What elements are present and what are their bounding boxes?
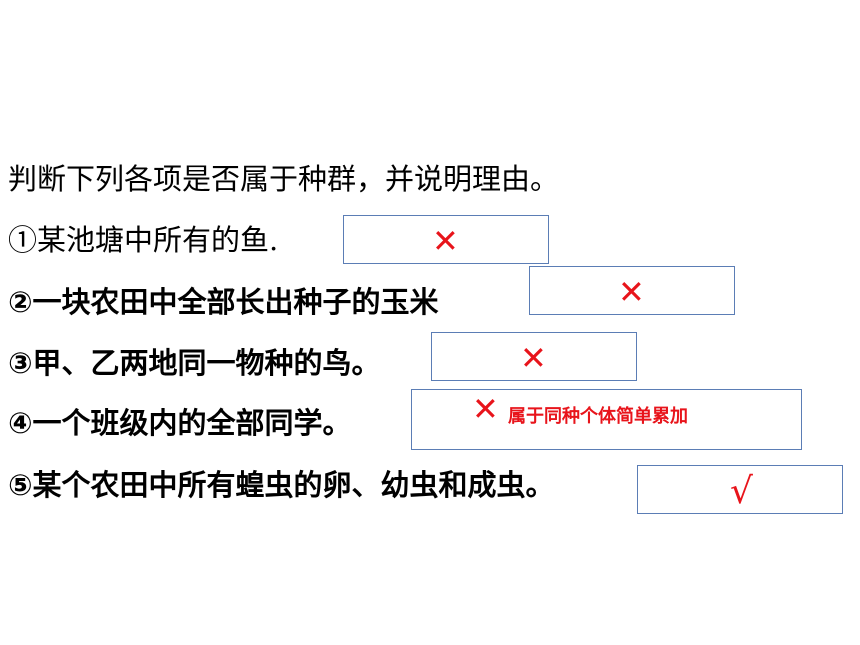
item-5-check-mark-icon: √	[730, 471, 753, 512]
item-2-answer-box: ✕	[529, 266, 735, 315]
item-1-answer-box: ✕	[343, 215, 549, 264]
item-3-text: ③甲、乙两地同一物种的鸟。	[8, 346, 381, 380]
item-5-text: ⑤某个农田中所有蝗虫的卵、幼虫和成虫。	[8, 468, 555, 502]
item-1-text: ①某池塘中所有的鱼.	[8, 223, 279, 257]
question-prompt: 判断下列各项是否属于种群，并说明理由。	[8, 162, 560, 196]
item-4-text: ④一个班级内的全部同学。	[8, 406, 352, 440]
item-3-answer-box: ✕	[431, 332, 637, 381]
item-2-cross-mark-icon: ✕	[618, 273, 645, 311]
item-4-answer-box: ✕ 属于同种个体简单累加	[411, 389, 802, 450]
item-3-cross-mark-icon: ✕	[520, 339, 547, 377]
item-5-answer-box: √	[637, 465, 843, 514]
item-1-cross-mark-icon: ✕	[432, 222, 459, 260]
item-2-text: ②一块农田中全部长出种子的玉米	[8, 285, 439, 319]
item-4-cross-mark-icon: ✕	[472, 390, 499, 428]
item-4-reason-note: 属于同种个体简单累加	[508, 406, 688, 427]
